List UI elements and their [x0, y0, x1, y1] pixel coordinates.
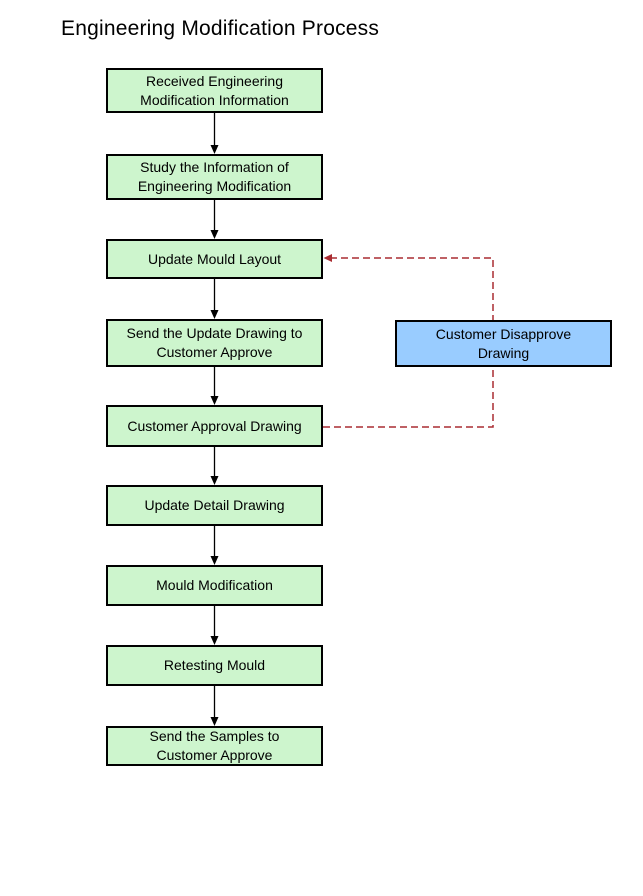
- flow-node-label: Study the Information of Engineering Mod…: [137, 159, 292, 194]
- flow-node-customer-disapprove-drawing: Customer Disapprove Drawing: [395, 320, 612, 367]
- flow-node-label: Send the Samples to Customer Approve: [149, 728, 280, 763]
- flow-arrowhead-icon: [210, 310, 219, 319]
- flow-node-label: Send the Update Drawing to Customer Appr…: [126, 325, 303, 360]
- flow-node-retesting-mould: Retesting Mould: [106, 645, 323, 686]
- flow-arrowhead-icon: [210, 556, 219, 565]
- feedback-arrowhead-icon: [323, 254, 332, 262]
- flow-node-label: Customer Disapprove Drawing: [435, 325, 572, 361]
- flow-arrowhead-icon: [210, 396, 219, 405]
- flow-node-label: Customer Approval Drawing: [127, 417, 302, 434]
- flow-node-mould-modification: Mould Modification: [106, 565, 323, 606]
- flow-arrowhead-icon: [210, 476, 219, 485]
- flow-arrowhead-icon: [210, 717, 219, 726]
- flow-arrowhead-icon: [210, 230, 219, 239]
- flow-node-update-mould-layout: Update Mould Layout: [106, 239, 323, 279]
- flow-node-label: Mould Modification: [156, 577, 273, 593]
- flow-node-label: Received Engineering Modification Inform…: [140, 72, 289, 108]
- flow-node-update-detail-drawing: Update Detail Drawing: [106, 485, 323, 526]
- flow-node-send-update-drawing: Send the Update Drawing to Customer Appr…: [106, 319, 323, 367]
- flow-node-label: Retesting Mould: [163, 657, 266, 673]
- page-title: Engineering Modification Process: [61, 17, 380, 40]
- flow-node-send-samples: Send the Samples to Customer Approve: [106, 726, 323, 766]
- flow-arrowhead-icon: [210, 636, 219, 645]
- flow-arrowhead-icon: [210, 145, 219, 154]
- flow-node-label: Update Mould Layout: [147, 250, 282, 267]
- flow-node-received-info: Received Engineering Modification Inform…: [106, 68, 323, 113]
- flow-node-study-info: Study the Information of Engineering Mod…: [106, 154, 323, 200]
- flow-node-label: Update Detail Drawing: [144, 497, 285, 513]
- flow-node-customer-approval-drawing: Customer Approval Drawing: [106, 405, 323, 447]
